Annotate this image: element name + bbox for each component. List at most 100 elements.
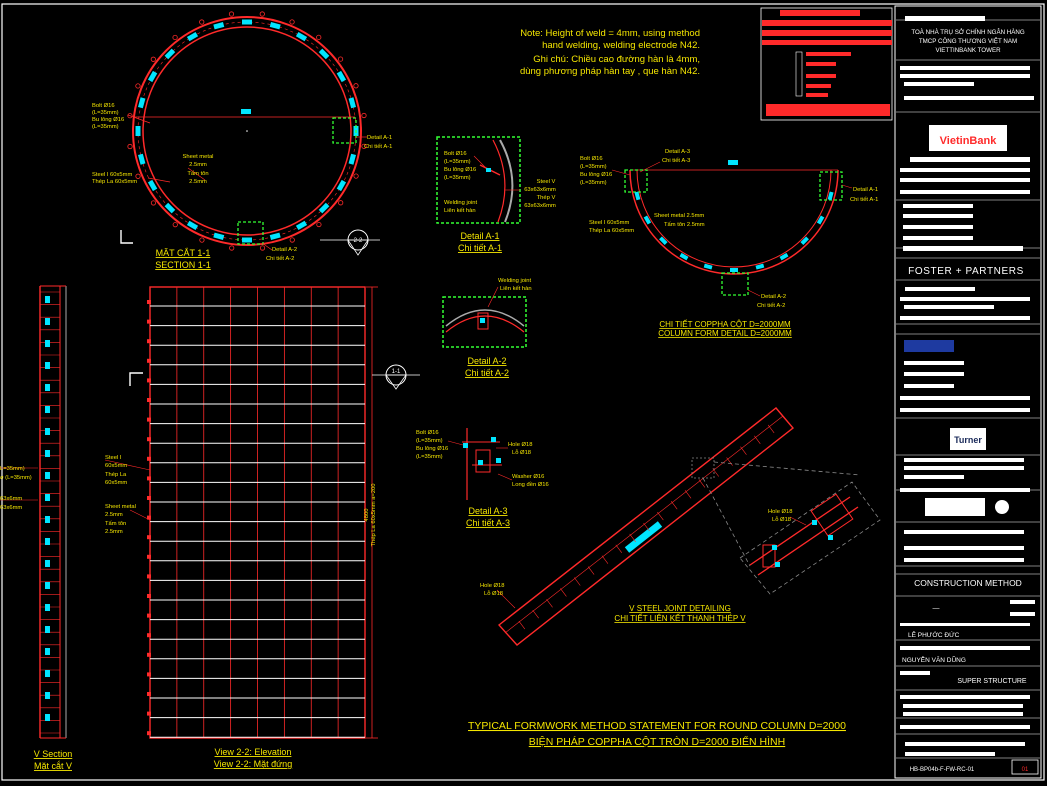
- joint-tick: [657, 511, 664, 521]
- v-section-bracket: [45, 582, 50, 589]
- label: (L=35mm): [92, 110, 119, 116]
- bolt-mark: [135, 83, 141, 89]
- section-1-1-title-vi: MẶT CẮT 1-1: [156, 248, 211, 258]
- label: (L=35mm): [580, 180, 607, 186]
- label: (L=35mm): [444, 175, 471, 181]
- sheet-number: 01: [1022, 767, 1029, 773]
- v-section-bracket: [45, 296, 50, 303]
- bracket-mark: [800, 236, 809, 245]
- main-title-vi: BIỆN PHÁP COPPHA CỘT TRÒN D=2000 ĐIỂN HÌ…: [529, 735, 785, 748]
- label: Steel I: [105, 455, 122, 461]
- label: Sheet metal: [105, 504, 136, 510]
- bolt-mark: [337, 56, 344, 62]
- section-1-1: [120, 11, 380, 256]
- bracket-mark: [295, 220, 308, 231]
- bolt-mark: [199, 19, 205, 25]
- elevation-edge-mark: [147, 731, 151, 736]
- redacted-bar: [905, 752, 995, 756]
- redacted-bar: [904, 558, 1024, 562]
- bolt-mark: [127, 113, 133, 119]
- bracket-mark: [164, 202, 176, 214]
- redacted-bar: [900, 190, 1030, 194]
- elevation-edge-mark: [147, 574, 151, 579]
- person-2: NGUYỄN VĂN DŨNG: [902, 655, 966, 664]
- label: Liên kết hàn: [500, 286, 532, 292]
- v-section-bracket: [45, 670, 50, 677]
- label: Chi tiết A-1: [850, 197, 878, 203]
- bolt-mark: [150, 56, 156, 62]
- v-section-marks: [40, 291, 60, 734]
- bolt-mark: [228, 11, 235, 17]
- v-section-bracket: [45, 318, 50, 325]
- bracket-mark: [679, 252, 689, 261]
- joint-tick: [574, 577, 581, 586]
- bolt-mark: [150, 200, 157, 206]
- bolt-mark: [338, 200, 344, 206]
- column-form-detail: [611, 160, 853, 297]
- section-1-1-title-en: SECTION 1-1: [155, 260, 211, 270]
- redacted-bar: [900, 623, 1030, 626]
- column-form-title-vi: CHI TIẾT COPPHA CỘT D=2000MM: [659, 319, 791, 329]
- label: 63x6mm: [0, 496, 22, 502]
- marker-1-1: 1-1: [392, 369, 401, 375]
- bracket-mark: [242, 19, 252, 25]
- joint-tick: [767, 424, 775, 434]
- label: 63x6mm: [0, 505, 22, 511]
- elevation-title-vi: View 2-2: Mặt đứng: [214, 759, 292, 769]
- bolt-mark: [353, 83, 359, 89]
- elevation-edge-mark: [147, 633, 151, 638]
- label: Thép V: [537, 195, 556, 201]
- joint-tick: [726, 457, 733, 466]
- label: (L=35mm): [444, 159, 471, 165]
- vietinbank-logo: VietinBank: [940, 135, 998, 147]
- v-section-bracket: [45, 516, 50, 523]
- label: Lỗ Ø18: [484, 590, 503, 597]
- redacted-bar: [1010, 600, 1035, 604]
- redacted-bar: [904, 96, 1034, 100]
- label: Bu lông Ø16: [444, 167, 476, 173]
- bracket-mark: [703, 263, 713, 270]
- label: 60x5mm: [105, 480, 127, 486]
- note-line-2: hand welding, welding electrode N42.: [542, 40, 700, 51]
- architect-name: FOSTER + PARTNERS: [908, 266, 1024, 277]
- project-line-1: TOÀ NHÀ TRỤ SỞ CHÍNH NGÂN HÀNG: [911, 29, 1025, 36]
- elevation-edge-mark: [147, 456, 151, 461]
- label: Chi tiết A-2: [757, 303, 785, 309]
- label: (L=35mm): [92, 124, 119, 130]
- redacted-bar: [900, 168, 1030, 172]
- label: Detail A-3: [665, 149, 690, 155]
- label: Steel V: [537, 179, 556, 185]
- v-section-title-vi: Mặt cắt V: [34, 761, 72, 771]
- detail-a3: [447, 428, 513, 500]
- redacted-bar: [900, 297, 1030, 301]
- elevation-edge-mark: [147, 711, 151, 716]
- label: (L=35mm): [580, 164, 607, 170]
- label: Detail A-2: [761, 294, 786, 300]
- elevation-edge-mark: [147, 437, 151, 442]
- project-line-3: VIETTINBANK TOWER: [935, 47, 1001, 54]
- v-joint-title-vi: CHI TIẾT LIÊN KẾT THANH THÉP V: [614, 613, 746, 623]
- joint-tick: [532, 610, 539, 619]
- label: Detail A-2: [272, 247, 297, 253]
- bolt-mark: [229, 245, 235, 251]
- bolt-mark: [316, 221, 322, 228]
- joint-tick: [560, 588, 567, 597]
- bracket-mark: [138, 97, 146, 109]
- elevation-edge-mark: [147, 535, 151, 540]
- v-section-bracket: [45, 472, 50, 479]
- redacted-bar: [900, 316, 1030, 320]
- detail-a2-title-vi: Chi tiết A-2: [465, 368, 509, 378]
- bracket-mark: [147, 179, 158, 192]
- label: Bu lông Ø16: [580, 172, 612, 178]
- joint-tick: [684, 490, 692, 499]
- redacted-bar: [905, 287, 975, 291]
- person-1: LÊ PHƯỚC ĐỨC: [908, 630, 960, 639]
- redacted-bar: [904, 475, 964, 479]
- bracket-mark: [186, 31, 199, 42]
- bracket-mark: [659, 236, 668, 245]
- bracket-mark: [348, 97, 356, 109]
- drawing-type: CONSTRUCTION METHOD: [914, 578, 1022, 588]
- bracket-mark: [336, 179, 347, 192]
- bracket-mark: [269, 232, 281, 240]
